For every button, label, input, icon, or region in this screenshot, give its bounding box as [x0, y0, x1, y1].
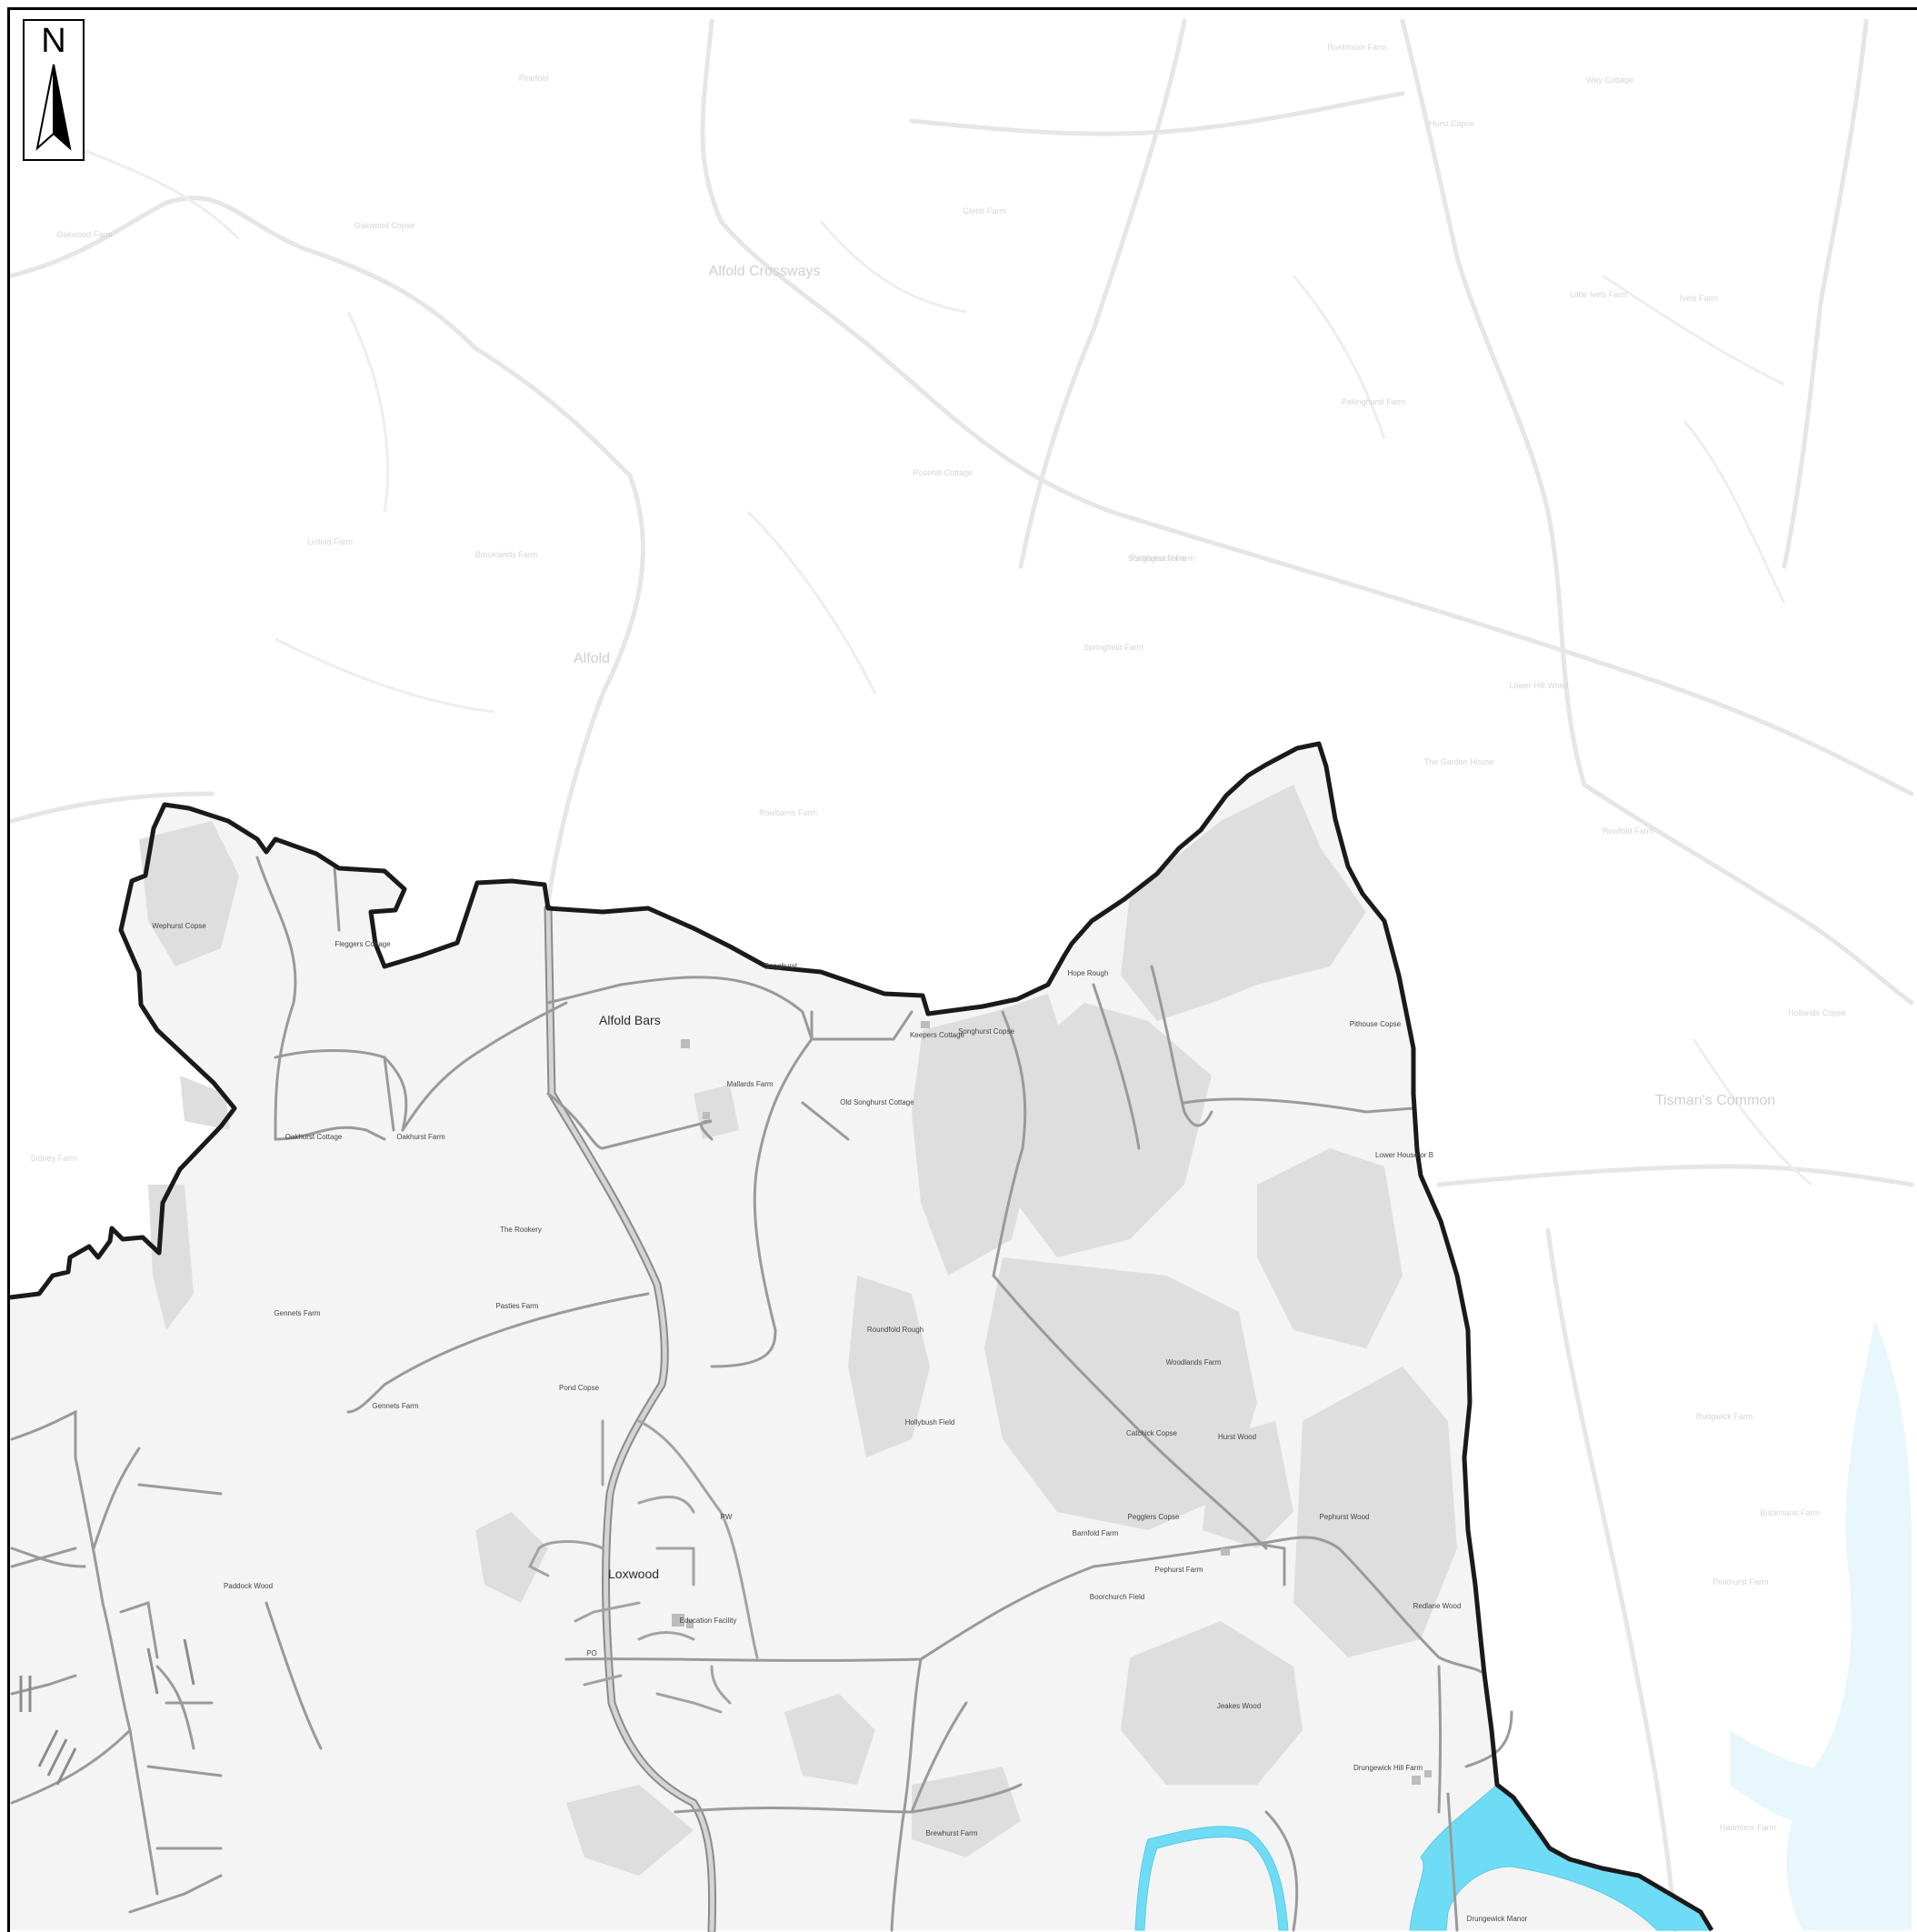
water-bodies — [1134, 1784, 1712, 1931]
place-label: Songhurst — [764, 962, 798, 970]
faint-label: Rudgwick Farm — [1696, 1412, 1753, 1421]
faint-label: Buckmans Farm — [1760, 1508, 1820, 1517]
faint-label: Hurst Copse — [1429, 119, 1474, 128]
faint-water — [1730, 1321, 1912, 1930]
place-label: Paddock Wood — [224, 1582, 273, 1590]
faint-label: Songhurst Farm — [1128, 554, 1187, 563]
buildings — [672, 1021, 1432, 1785]
west-roads — [10, 1409, 323, 1914]
place-label: Keepers Cottage — [910, 1031, 965, 1039]
place-label: Education Facility — [680, 1617, 737, 1625]
place-label: Hollybush Field — [905, 1418, 955, 1426]
map-frame[interactable]: Alfold Crossways Alfold Tisman's Common … — [7, 7, 1917, 1932]
village-streets — [527, 1419, 759, 1714]
place-label: Old Songhurst Cottage — [840, 1098, 914, 1106]
place-label-alfold-crossways: Alfold Crossways — [709, 264, 821, 279]
faint-label: Pinefold — [519, 74, 549, 83]
place-label: Fleggers Cottage — [334, 940, 391, 948]
faint-label: Linfold Farm — [307, 537, 353, 546]
place-label: Pephurst Wood — [1320, 1513, 1370, 1521]
place-label: Mallards Farm — [726, 1080, 773, 1088]
faint-label: The Garden House — [1424, 757, 1494, 766]
secondary-labels: Wephurst Copse Fleggers Cottage Songhurs… — [152, 922, 1527, 1923]
faint-label: Rowfold Farm — [1602, 826, 1653, 836]
faint-label: Springfield Farm — [1083, 643, 1143, 652]
faint-label: Glebe Farm — [963, 206, 1006, 215]
north-letter: N — [41, 22, 66, 60]
woodland-patches — [139, 785, 1457, 1876]
place-label: Pasties Farm — [495, 1302, 538, 1310]
place-label: Oakhurst Farm — [396, 1133, 445, 1141]
place-label: Catchick Copse — [1126, 1429, 1178, 1437]
place-label-loxwood: Loxwood — [608, 1567, 659, 1581]
place-label: Drungewick Manor — [1467, 1915, 1528, 1923]
river-water — [1409, 1784, 1712, 1931]
background-road-network — [10, 18, 1914, 1932]
minor-roads — [255, 856, 1513, 1932]
faint-label: Rowbarns Farm — [759, 808, 817, 817]
place-label-tismans-common: Tisman's Common — [1655, 1093, 1775, 1108]
place-label: Brewhurst Farm — [926, 1829, 978, 1837]
place-label: Woodlands Farm — [1166, 1358, 1222, 1366]
place-label: PO — [586, 1649, 597, 1657]
faint-label: Hadmans Farm — [1720, 1823, 1776, 1832]
main-labels: Alfold Bars Loxwood — [599, 1013, 661, 1581]
map-canvas[interactable]: Alfold Crossways Alfold Tisman's Common … — [10, 10, 1917, 1932]
place-label: Pithouse Copse — [1350, 1020, 1402, 1028]
faint-label: Brooklands Farm — [475, 550, 538, 559]
faint-label: Wey Cottage — [1586, 75, 1633, 85]
west-houses — [19, 1638, 195, 1786]
place-label: Lower House or B — [1375, 1151, 1433, 1159]
place-label: Jeakes Wood — [1217, 1702, 1261, 1710]
place-label: Hope Rough — [1068, 969, 1109, 977]
faint-label: Oakwood Copse — [354, 221, 415, 230]
place-label: Gennets Farm — [372, 1402, 418, 1410]
place-label: Pephurst Farm — [1155, 1566, 1203, 1574]
place-label: Redlane Wood — [1413, 1602, 1462, 1610]
faint-label: Ivels Farm — [1680, 294, 1718, 303]
place-label: Oakhurst Cottage — [285, 1133, 343, 1141]
faint-label: Pallinghurst Farm — [1342, 397, 1406, 406]
place-label: PW — [721, 1513, 733, 1521]
faint-label: Hollands Copse — [1788, 1008, 1846, 1017]
faint-small-labels: Rushmoor Farm Pinefold Oakwood Farm Pall… — [30, 43, 1845, 1832]
place-label: Wephurst Copse — [152, 922, 206, 930]
place-label-alfold: Alfold — [574, 651, 610, 666]
north-arrow-icon — [35, 64, 72, 151]
place-label-alfold-bars: Alfold Bars — [599, 1013, 661, 1027]
faint-label: Rosehill Cottage — [913, 468, 973, 477]
place-label: Boorchurch Field — [1090, 1593, 1144, 1601]
place-label: Pegglers Copse — [1128, 1513, 1180, 1521]
place-label: Songhurst Copse — [958, 1027, 1014, 1036]
main-roads — [544, 904, 717, 1932]
place-label: Hurst Wood — [1218, 1433, 1256, 1441]
faint-label: Pinkhurst Farm — [1712, 1577, 1768, 1587]
canal-water — [1134, 1826, 1289, 1931]
faint-label: Rushmoor Farm — [1327, 43, 1386, 52]
place-label: Gennets Farm — [274, 1309, 320, 1317]
faint-label: Sidney Farm — [30, 1154, 76, 1163]
faint-label: Pallinghurst Farm — [1131, 554, 1195, 563]
study-area-boundary[interactable] — [10, 741, 1714, 1932]
faint-large-labels: Alfold Crossways Alfold Tisman's Common — [574, 264, 1775, 1108]
place-label: Barnfold Farm — [1073, 1529, 1119, 1537]
place-label: Roundfold Rough — [867, 1326, 924, 1334]
faint-label: Lower Hill Wood — [1509, 681, 1568, 690]
place-label: Pond Copse — [559, 1384, 600, 1392]
north-arrow: N — [23, 19, 85, 161]
place-label: Drungewick Hill Farm — [1353, 1764, 1423, 1772]
place-label: The Rookery — [500, 1226, 542, 1234]
faint-label: Little Ivels Farm — [1570, 290, 1628, 299]
faint-label: Oakwood Farm — [56, 230, 113, 239]
